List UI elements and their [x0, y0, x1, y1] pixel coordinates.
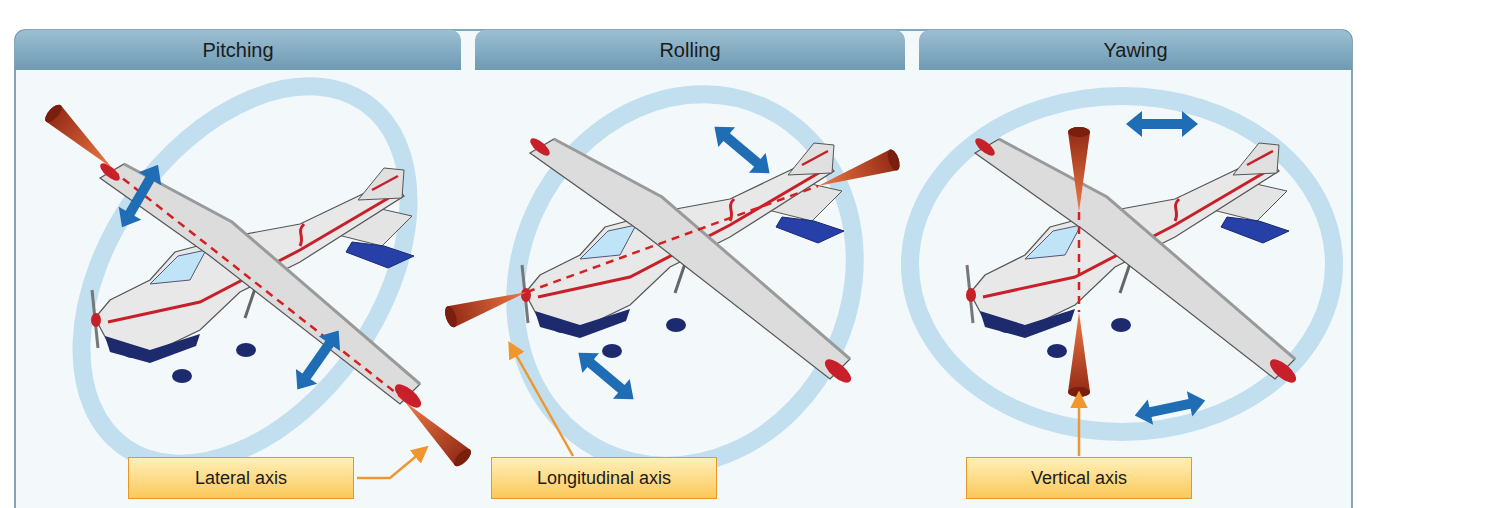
panel-title: Pitching [202, 39, 273, 62]
header-tab: Pitching [15, 30, 461, 70]
panel-title: Yawing [1103, 39, 1167, 62]
panel-title: Rolling [659, 39, 720, 62]
axis-label: Lateral axis [195, 468, 287, 489]
axis-label: Vertical axis [1031, 468, 1127, 489]
axis-label: Longitudinal axis [537, 468, 671, 489]
callout-box: Longitudinal axis [491, 457, 717, 499]
callout-box: Lateral axis [128, 457, 354, 499]
callout-box: Vertical axis [966, 457, 1192, 499]
header-tab: Rolling [475, 30, 905, 70]
header-tab: Yawing [919, 30, 1352, 70]
